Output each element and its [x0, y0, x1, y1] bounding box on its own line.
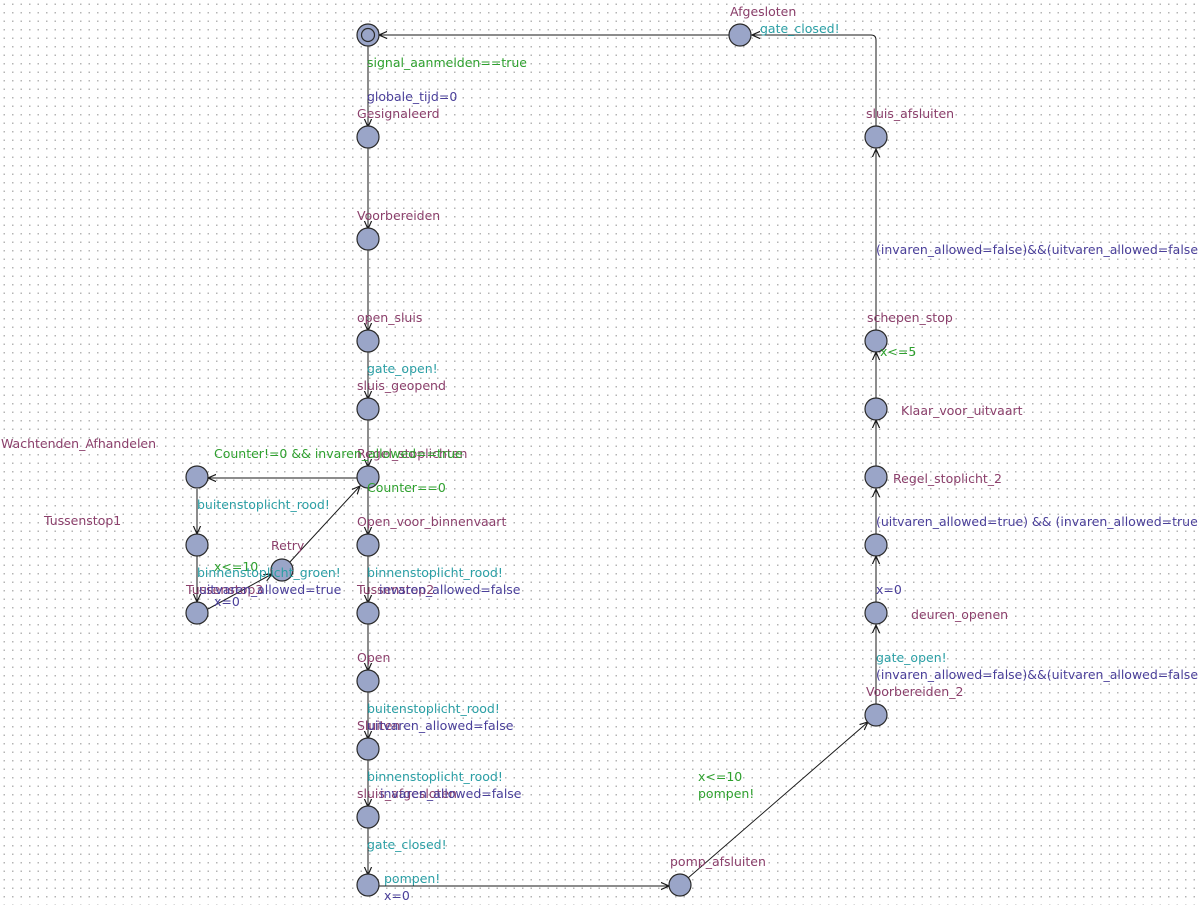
assignment-label: uitvaren_allowed=false — [367, 718, 514, 733]
guard-label: signal_aanmelden==true — [367, 55, 527, 70]
edge-pomp-afsluiten-voorbereiden-2[interactable] — [687, 722, 868, 879]
location-regel-stoplichten[interactable] — [356, 465, 380, 489]
assignment-label: globale_tijd=0 — [367, 89, 457, 104]
location-name-tussenstop2: Tussenstop2 — [356, 582, 434, 597]
location-wachtenden-afhandelen[interactable] — [185, 465, 209, 489]
location-name-sluiten: Sluiten — [357, 718, 400, 733]
assignment-label: x=0 — [876, 582, 902, 597]
sync-label: gate_closed! — [367, 837, 447, 852]
location-sluis-geopend[interactable] — [356, 397, 380, 421]
location-tussenstop1[interactable] — [185, 533, 209, 557]
location-bottom[interactable] — [356, 873, 380, 897]
assignment-label: invaren_allowed=false — [379, 582, 521, 597]
location-afgesloten[interactable] — [728, 23, 752, 47]
sync-label: gate_closed! — [760, 21, 840, 36]
locations — [185, 23, 888, 897]
location-init[interactable] — [356, 23, 380, 47]
assignment-label: (uitvaren_allowed=true) && (invaren_allo… — [876, 514, 1199, 529]
location-schepen-stop[interactable] — [864, 329, 888, 353]
location-name-open-voor-binnenvaart: Open_voor_binnenvaart — [357, 514, 506, 529]
location-name-sluis-afsluiten: sluis_afsluiten — [866, 106, 954, 121]
assignment-label: x=0 — [214, 594, 240, 609]
location-retry[interactable] — [270, 558, 294, 582]
guard-label: x<=5 — [880, 344, 916, 359]
location-name-open-sluis: open_sluis — [357, 310, 422, 325]
location-after-deuren[interactable] — [864, 533, 888, 557]
sync-label: gate_open! — [367, 361, 438, 376]
location-tussenstop3[interactable] — [185, 601, 209, 625]
location-name-pomp-afsluiten: pomp_afsluiten — [670, 854, 766, 869]
guard-label: x<=10 — [698, 769, 742, 784]
sync-label: pompen! — [384, 871, 440, 886]
guard-label: Counter!=0 && invaren_allowed==true — [214, 446, 463, 461]
location-name-regel-stoplichten: Regel_stoplichten — [357, 446, 467, 461]
location-name-tussenstop1: Tussenstop1 — [43, 513, 121, 528]
location-klaar-voor-uitvaart[interactable] — [864, 397, 888, 421]
location-name-schepen-stop: schepen_stop — [867, 310, 953, 325]
location-voorbereiden-2[interactable] — [864, 703, 888, 727]
location-sluiten[interactable] — [356, 737, 380, 761]
location-name-klaar-voor-uitvaart: Klaar_voor_uitvaart — [901, 403, 1023, 418]
location-deuren-openen[interactable] — [864, 601, 888, 625]
location-name-sluis-afgesloten: sluis_afgesloten — [357, 786, 457, 801]
location-name-retry: Retry — [271, 538, 305, 553]
location-name-afgesloten: Afgesloten — [730, 4, 796, 19]
location-open-sluis[interactable] — [356, 329, 380, 353]
sync-label: gate_open! — [876, 650, 947, 665]
sync-label: binnenstoplicht_groen! — [197, 565, 341, 580]
assignment-label: (invaren_allowed=false)&&(uitvaren_allow… — [876, 667, 1199, 682]
location-voorbereiden[interactable] — [356, 227, 380, 251]
location-name-deuren-openen: deuren_openen — [911, 607, 1008, 622]
location-name-wachtenden-afhandelen: Wachtenden_Afhandelen — [1, 436, 156, 451]
location-tussenstop2[interactable] — [356, 601, 380, 625]
edge-retry-regel-stoplichten[interactable] — [288, 486, 360, 564]
assignment-label: uitvaren_allowed=true — [199, 582, 342, 597]
initial-marker — [360, 27, 376, 43]
location-name-voorbereiden: Voorbereiden — [357, 208, 440, 223]
guard-label: Counter==0 — [367, 480, 446, 495]
edge-tussenstop3-retry[interactable] — [207, 574, 272, 610]
sync-label: buitenstoplicht_rood! — [197, 497, 330, 512]
guard-label: x<=10 — [214, 559, 258, 574]
edge-sluis-afsluiten-afgesloten[interactable] — [752, 35, 877, 127]
location-names: Afgesloten Gesignaleerd Voorbereiden ope… — [1, 4, 1023, 869]
location-name-gesignaleerd: Gesignaleerd — [357, 106, 440, 121]
location-open-voor-binnenvaart[interactable] — [356, 533, 380, 557]
location-open[interactable] — [356, 669, 380, 693]
location-regel-stoplicht-2[interactable] — [864, 465, 888, 489]
location-name-regel-stoplicht-2: Regel_stoplicht_2 — [893, 471, 1002, 486]
location-name-open: Open — [357, 650, 390, 665]
sync-label: binnenstoplicht_rood! — [367, 769, 503, 784]
location-pomp-afsluiten[interactable] — [668, 873, 692, 897]
location-name-tussenstop3: Tussenstop3 — [185, 582, 263, 597]
assignment-label: x=0 — [384, 888, 410, 903]
guard-label: pompen! — [698, 786, 754, 801]
location-sluis-afsluiten[interactable] — [864, 125, 888, 149]
edges — [197, 35, 876, 886]
sync-label: binnenstoplicht_rood! — [367, 565, 503, 580]
assignment-label: invaren_allowed=false — [380, 786, 522, 801]
location-sluis-afgesloten[interactable] — [356, 805, 380, 829]
location-name-sluis-geopend: sluis_geopend — [357, 378, 446, 393]
assignment-label: (invaren_allowed=false)&&(uitvaren_allow… — [876, 242, 1199, 257]
location-name-voorbereiden-2: Voorbereiden_2 — [866, 684, 963, 699]
location-gesignaleerd[interactable] — [356, 125, 380, 149]
edge-labels: signal_aanmelden==true globale_tijd=0 ga… — [197, 21, 1199, 903]
sync-label: buitenstoplicht_rood! — [367, 701, 500, 716]
